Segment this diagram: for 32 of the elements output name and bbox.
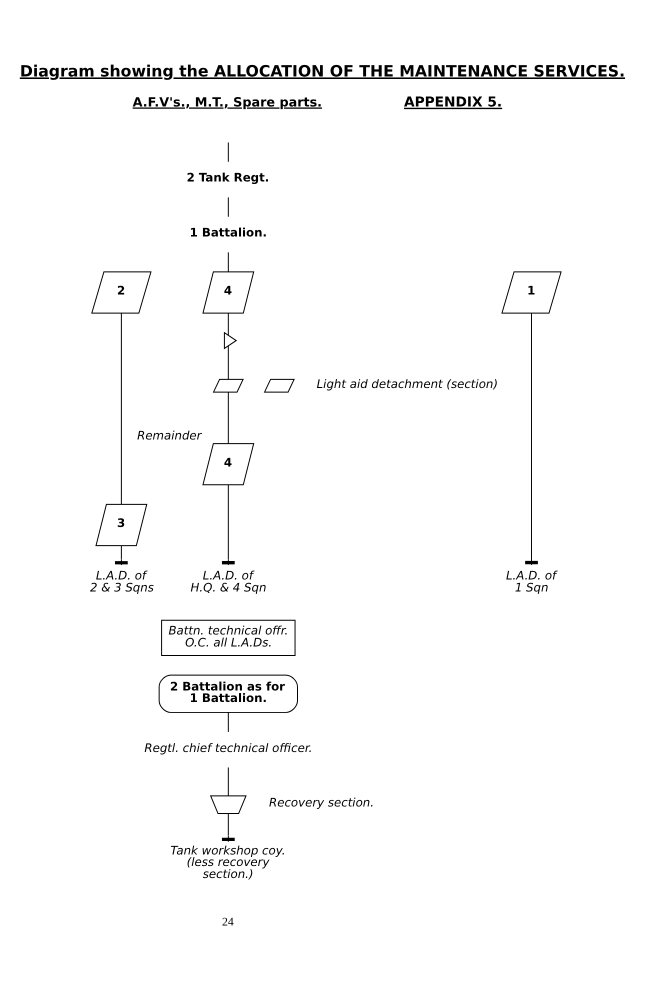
- label: 24: [222, 914, 234, 928]
- node-label: Recovery section.: [269, 795, 374, 810]
- node-text: 1 Battalion.: [190, 225, 267, 240]
- node-flag: [224, 331, 238, 349]
- connector: [115, 544, 128, 566]
- node-box: 2 Battalion as for 1 Battalion.: [158, 674, 298, 712]
- node-parallelogram: [212, 378, 244, 392]
- node-text: 2 Tank Regt.: [186, 170, 270, 184]
- label: A.F.V's., M.T., Spare parts.: [132, 94, 322, 110]
- node-text: Tank workshop coy. (less recovery section.): [170, 842, 286, 880]
- connector: [222, 484, 235, 566]
- node-parallelogram: [264, 378, 295, 392]
- label: APPENDIX 5.: [404, 94, 502, 110]
- connector: [228, 251, 229, 272]
- diagram-title: Diagram showing the ALLOCATION OF THE MAINTENANCE SERVICES.: [20, 60, 626, 80]
- node-text: Regtl. chief technical officer.: [144, 740, 312, 754]
- node-text: L.A.D. of 2 & 3 Sqns: [90, 568, 154, 594]
- node-picture: [210, 794, 247, 814]
- connector: [222, 812, 235, 842]
- connector: [228, 766, 229, 796]
- node-text: L.A.D. of 1 Sqn: [506, 568, 556, 594]
- connector: [228, 391, 229, 444]
- connector: [228, 711, 229, 732]
- connector: [228, 141, 229, 162]
- node-box: Battn. technical offr. O.C. all L.A.Ds.: [161, 619, 296, 656]
- connector: [228, 312, 229, 336]
- connector: [228, 344, 229, 380]
- node-text: L.A.D. of H.Q. & 4 Sqn: [190, 568, 266, 594]
- connector: [120, 312, 122, 504]
- node-label: Remainder: [137, 428, 202, 442]
- node-label: Light aid detachment (section): [316, 376, 498, 390]
- connector: [228, 196, 229, 217]
